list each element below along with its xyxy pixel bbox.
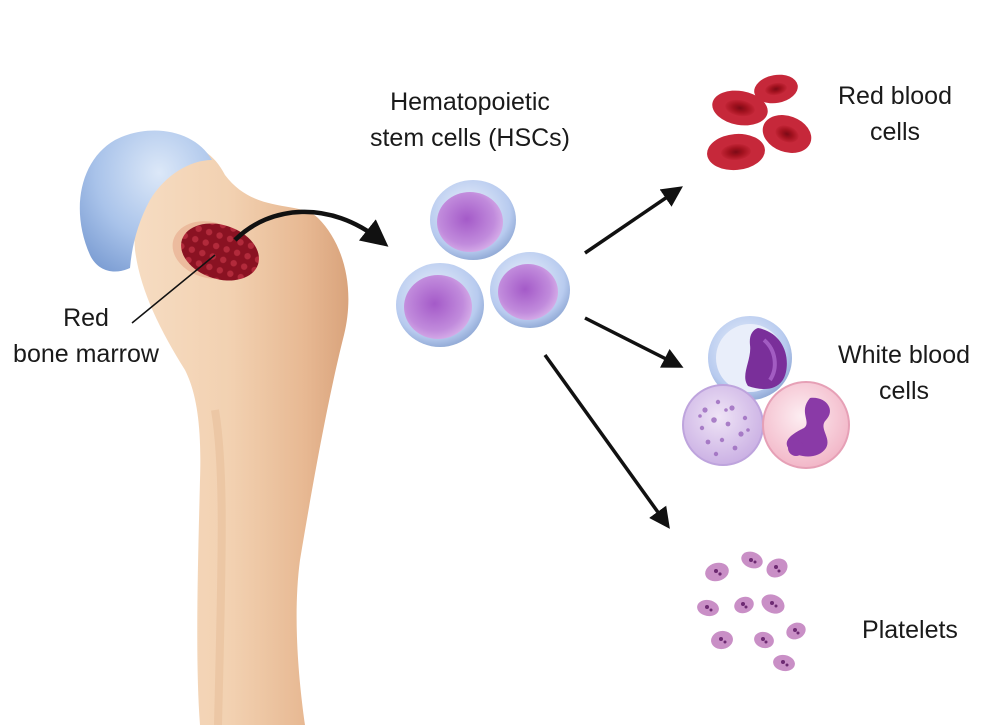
platelet-icon — [754, 631, 774, 649]
platelet-icon — [766, 558, 788, 578]
arrow-icon — [584, 186, 683, 255]
label-red-blood-cells: Red blood cells — [815, 78, 975, 150]
platelet-icon — [741, 551, 763, 569]
label-platelets: Platelets — [840, 612, 980, 648]
platelet-icon — [697, 599, 719, 617]
platelet-icon — [711, 630, 733, 650]
basophil-icon — [682, 384, 764, 466]
label-red-blood-cells-line1: Red blood — [838, 82, 952, 110]
red-blood-cell-icon — [712, 90, 768, 126]
label-white-blood-cells-line1: White blood — [837, 341, 971, 369]
platelet-icon — [761, 594, 785, 614]
cartilage-cap-icon — [79, 130, 212, 272]
marrow-pointer-line — [131, 254, 216, 324]
red-blood-cell-icon — [762, 115, 812, 153]
label-hsc-line2: stem cells (HSCs) — [369, 124, 570, 152]
label-red-bone-marrow: Red bone marrow — [0, 300, 172, 372]
lymphocyte-icon — [708, 316, 792, 400]
label-red-bone-marrow-line1: Red — [63, 304, 109, 332]
red-blood-cell-icon — [707, 133, 765, 171]
label-platelets-line1: Platelets — [862, 616, 958, 644]
neutrophil-icon — [762, 381, 850, 469]
label-white-blood-cells-line2: cells — [878, 377, 929, 405]
bone-icon — [134, 143, 349, 725]
platelet-icon — [773, 654, 795, 672]
red-blood-cell-icon — [754, 74, 798, 104]
platelet-icon — [786, 622, 806, 640]
arrow-icon — [233, 209, 389, 247]
label-white-blood-cells: White blood cells — [818, 337, 990, 409]
label-hsc: Hematopoietic stem cells (HSCs) — [350, 84, 590, 156]
arrow-icon — [584, 316, 684, 368]
stem-cell-icon — [430, 180, 516, 260]
stem-cell-icon — [490, 252, 570, 328]
arrow-icon — [543, 353, 670, 529]
platelet-icon — [734, 596, 754, 614]
label-hsc-line1: Hematopoietic — [390, 88, 550, 116]
stem-cell-icon — [396, 263, 484, 347]
platelet-icon — [705, 562, 729, 582]
label-red-blood-cells-line2: cells — [869, 118, 920, 146]
label-red-bone-marrow-line2: bone marrow — [13, 340, 159, 368]
